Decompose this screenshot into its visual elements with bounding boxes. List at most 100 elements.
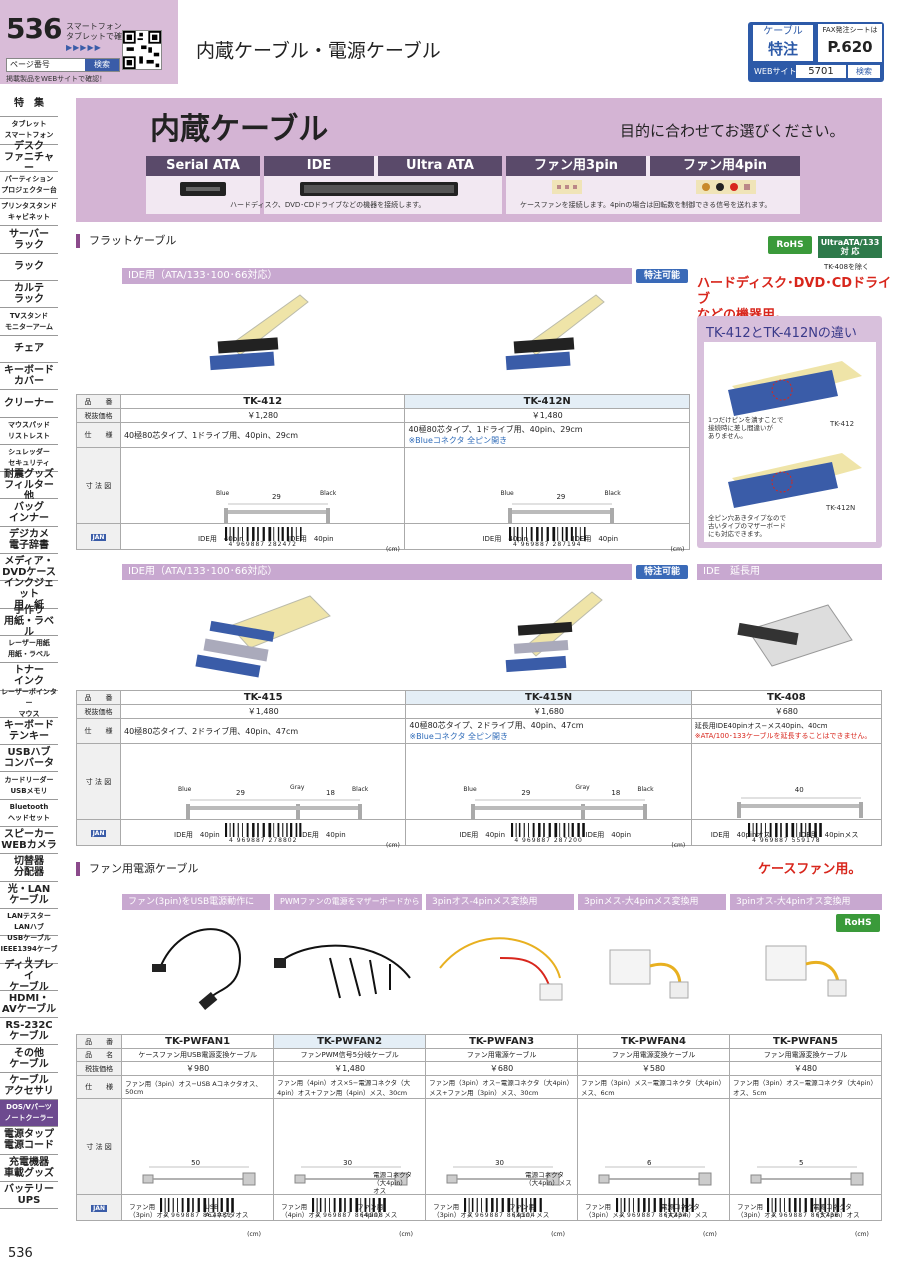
jan-code: 4 969887 287194 [513, 541, 582, 548]
page-search-box[interactable]: ページ番号 検索 [6, 58, 120, 72]
dim-length-a: 29 [236, 788, 245, 797]
sidebar-item[interactable]: トナー インク [0, 663, 58, 691]
dim-end-left: IDE用 40pin [197, 534, 244, 543]
spec-note: ※Blueコネクタ 全ピン開き [408, 436, 508, 445]
dim-end-left: IDE用 40pin [482, 534, 529, 543]
sidebar-item[interactable]: HDMI・ AVケーブル [0, 990, 58, 1019]
sidebar-item[interactable]: クリーナー [0, 390, 58, 418]
sidebar-item[interactable]: レーザーポインター マウス [0, 688, 58, 718]
dim-length: 29 [556, 492, 566, 501]
product-price: ￥680 [425, 1061, 579, 1076]
sidebar-item[interactable]: スピーカー WEBカメラ [0, 827, 58, 855]
sidebar-item[interactable]: 耐震グッズ フィルター他 [0, 469, 58, 502]
sidebar-item[interactable]: カードリーダー USBメモリ [0, 772, 58, 800]
tk412-connector-icon [728, 361, 862, 416]
fan-bar-3: 3pinオス-4pinメス変換用 [426, 894, 574, 910]
sidebar-item-label: インクジェット 用 紙 [4, 578, 54, 611]
sidebar-item[interactable]: チェア [0, 335, 58, 363]
sidebar-item[interactable]: USBハブ コンバータ [0, 745, 58, 773]
dim-length-b: 18 [611, 788, 621, 797]
sidebar-item[interactable]: サーバー ラック [0, 226, 58, 254]
dim-end-right: 電源コネクタ （大4pin）オス [812, 1202, 860, 1219]
sidebar-item[interactable]: 特 集 [0, 90, 58, 118]
tab-serial-ata: Serial ATA [146, 156, 260, 176]
product-spec: ファン用（3pin）オス−電源コネクタ（大4pin）オス、5cm [728, 1075, 883, 1099]
jan-cell: 4 969887 278802 [120, 819, 407, 846]
sidebar-item[interactable]: プリンタスタンド キャビネット [0, 199, 58, 227]
sidebar-item[interactable]: メディア・ DVDケース [0, 554, 58, 582]
tk408-note: TK-408を除く [824, 263, 870, 271]
dim-end-left: ファン用 （3pin）オス [736, 1202, 778, 1219]
cable-label: ケーブル [763, 26, 803, 37]
row-label-price: 税抜価格 [75, 704, 122, 719]
sata-connector-icon [180, 182, 226, 196]
jan-code: 4 969887 559178 [752, 837, 821, 844]
sidebar-item[interactable]: 切替器 分配器 [0, 854, 58, 882]
sidebar-item[interactable]: デスク ファニチャー [0, 141, 58, 174]
product-name: TK-PWFAN2 [273, 1034, 427, 1049]
sidebar-item[interactable]: ケーブル アクセサリ [0, 1072, 58, 1100]
flat-cable-heading: フラットケーブル [76, 234, 176, 248]
sidebar-item-label: カードリーダー USBメモリ [4, 775, 54, 795]
row-label-jan: JAN [76, 523, 121, 550]
sidebar-item[interactable]: ラック [0, 253, 58, 282]
sidebar-item-label: サーバー ラック [9, 228, 49, 251]
sidebar-item-label: キーボード テンキー [4, 719, 54, 742]
qr-code-icon[interactable] [122, 30, 162, 70]
jan-cell: 4 969887 864081 [121, 1194, 275, 1221]
sidebar-item[interactable]: マウスパッド リストレスト [0, 417, 58, 445]
spec-text: 40極80芯タイプ、1ドライブ用、40pin、29cm [408, 425, 583, 434]
barcode-icon [224, 527, 302, 541]
sidebar-item[interactable]: Bluetooth ヘッドセット [0, 799, 58, 828]
product-spec: ファン用（4pin）オス×5−電源コネクタ（大4pin）オス+ファン用（4pin… [273, 1075, 427, 1099]
product-title: ファン用電源変換ケーブル [728, 1048, 883, 1062]
page-search-label: ページ番号 [10, 60, 50, 69]
sidebar-item[interactable]: RS-232C ケーブル [0, 1018, 58, 1046]
dim-drawing-icon [446, 1166, 560, 1185]
dim-drawing-icon [471, 799, 648, 820]
sidebar-item[interactable]: キーボード テンキー [0, 717, 58, 746]
sidebar-item[interactable]: その他 ケーブル [0, 1045, 58, 1073]
sidebar-item[interactable]: シュレッダー セキュリティ [0, 444, 58, 473]
dim-label-mid: Gray [575, 783, 590, 791]
dim-length: 40 [794, 785, 804, 794]
sidebar-item[interactable]: 電源タップ 電源コード [0, 1127, 58, 1155]
spec-text: 40極80芯タイプ、2ドライブ用、40pin、47cm [409, 721, 584, 730]
sidebar-item[interactable]: USBケーブル IEEE1394ケーブル [0, 934, 58, 964]
sidebar-item[interactable]: TVスタンド モニターアーム [0, 308, 58, 336]
fan-bar-4: 3pinメス-大4pinメス変換用 [578, 894, 726, 910]
dim-unit: (cm) [399, 1230, 413, 1238]
dim-end-extra: 電源コネクタ （大4pin） オス [373, 1170, 412, 1195]
product-name: TK-408 [690, 690, 883, 705]
row-label-spec: 仕 様 [75, 718, 122, 744]
sidebar-item[interactable]: タブレット スマートフォン [0, 117, 58, 145]
sidebar-item[interactable]: バッテリー UPS [0, 1181, 58, 1210]
sidebar-item[interactable]: 手作り 用紙・ラベル [0, 605, 58, 638]
sidebar-item[interactable]: デジカメ 電子辞書 [0, 526, 58, 555]
sidebar-item[interactable]: インクジェット 用 紙 [0, 578, 58, 611]
sidebar-item[interactable]: DOS/Vパーツ ノートクーラー [0, 1099, 58, 1128]
sidebar-item[interactable]: 光・LAN ケーブル [0, 881, 58, 909]
row-label-price: 税抜価格 [76, 408, 121, 423]
sidebar-item-label: トナー インク [14, 665, 44, 688]
web-search[interactable]: WEBサイトへ 5701 検索 [752, 64, 884, 79]
sidebar-item[interactable]: パーティション プロジェクター台 [0, 171, 58, 200]
dim-end-extra: 電源コネクタ （大4pin）メス [525, 1170, 572, 1187]
category-sidebar: 特 集タブレット スマートフォンデスク ファニチャーパーティション プロジェクタ… [0, 90, 58, 1210]
page-search-button[interactable]: 検索 [85, 59, 119, 71]
sidebar-item[interactable]: カルテ ラック [0, 281, 58, 309]
diff-label-tk412n: TK-412N [826, 504, 856, 512]
web-search-button[interactable]: 検索 [848, 65, 880, 78]
jan-cell: 4 969887 287194 [404, 523, 690, 550]
dim-label-left: Blue [463, 785, 477, 793]
jan-code: 4 969887 864104 [467, 1212, 536, 1219]
sidebar-item[interactable]: レーザー用紙 用紙・ラベル [0, 635, 58, 664]
sidebar-item[interactable]: LANテスター LANハブ [0, 908, 58, 937]
sidebar-item[interactable]: バッグ インナー [0, 499, 58, 527]
sidebar-item[interactable]: キーボード カバー [0, 362, 58, 391]
jan-code: 4 969887 864234 [619, 1212, 688, 1219]
sidebar-item[interactable]: ディスプレイ ケーブル [0, 960, 58, 993]
fan-3pin-icon [552, 180, 582, 194]
sidebar-item-label: レーザー用紙 用紙・ラベル [8, 639, 50, 659]
sidebar-item[interactable]: 充電機器 車載グッズ [0, 1154, 58, 1182]
